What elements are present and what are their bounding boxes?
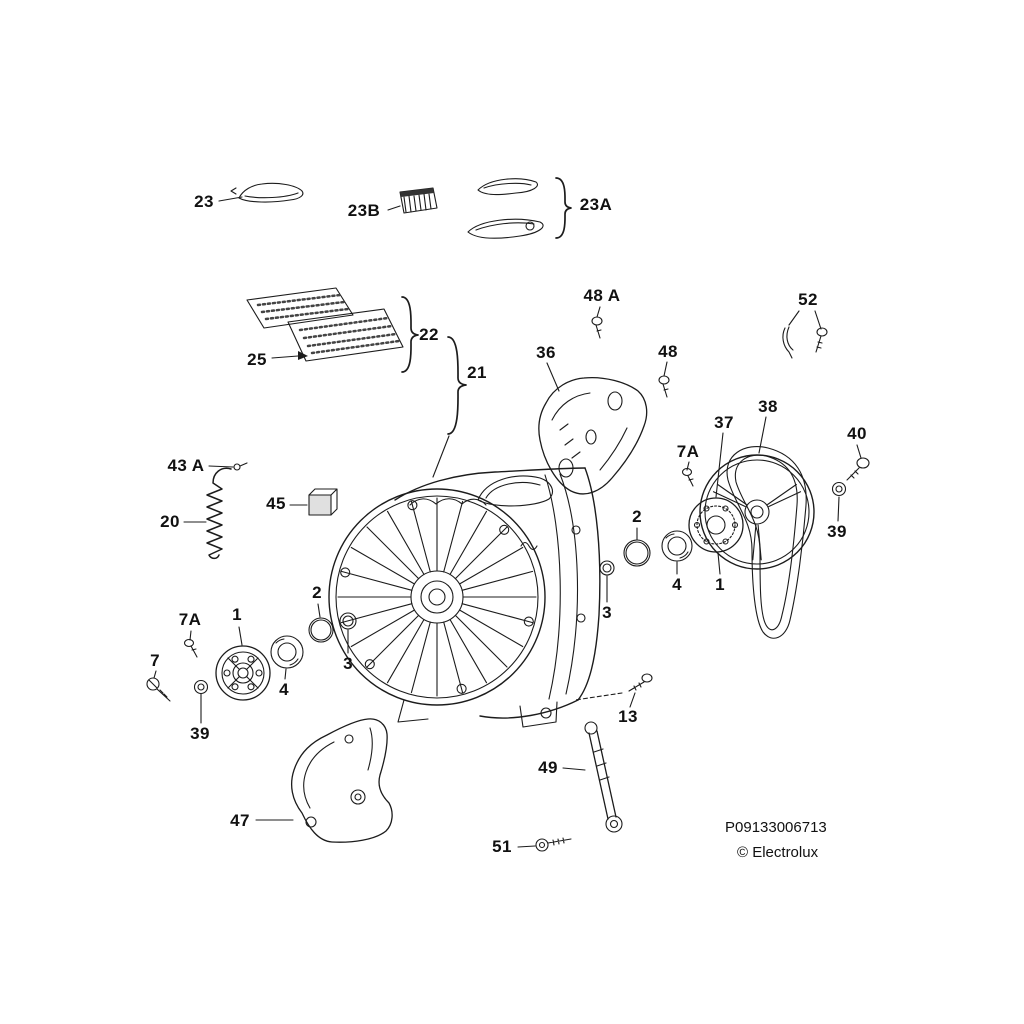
part-4-seal-right-drawing bbox=[661, 530, 693, 562]
part-label-47: 47 bbox=[230, 811, 250, 830]
part-20-spring-drawing bbox=[206, 467, 232, 560]
part-48a-screw-drawing bbox=[591, 316, 603, 339]
leader-lines bbox=[153, 196, 862, 848]
part-label-51: 51 bbox=[492, 837, 512, 856]
part-label-4-right: 4 bbox=[672, 575, 682, 594]
part-37-hub-drawing bbox=[688, 497, 744, 553]
part-label-2-right: 2 bbox=[632, 507, 642, 526]
part-52-clip-screw-drawing bbox=[782, 326, 828, 359]
part-label-1-left: 1 bbox=[232, 605, 242, 624]
part-label-43a: 43 A bbox=[167, 456, 205, 475]
part-label-38: 38 bbox=[758, 397, 778, 416]
part-label-23a: 23A bbox=[579, 195, 613, 214]
part-label-48a: 48 A bbox=[583, 286, 621, 305]
part-2-oring-right-drawing bbox=[623, 539, 651, 567]
brace-22 bbox=[401, 296, 419, 373]
part-label-37: 37 bbox=[714, 413, 734, 432]
part-label-13: 13 bbox=[618, 707, 638, 726]
drum-spokes bbox=[337, 497, 537, 697]
part-label-20: 20 bbox=[160, 512, 180, 531]
part-3-bushing-right-drawing bbox=[599, 560, 615, 576]
part-label-7a-right: 7A bbox=[676, 442, 700, 461]
part-47-bracket-drawing bbox=[291, 718, 393, 843]
part-49-strut-drawing bbox=[584, 721, 623, 833]
part-label-39-right: 39 bbox=[827, 522, 847, 541]
part-23-handle-drawing bbox=[230, 182, 304, 203]
part-label-3-left: 3 bbox=[343, 654, 353, 673]
part-label-3-right: 3 bbox=[602, 603, 612, 622]
tub-assembly-drawing bbox=[328, 467, 601, 728]
part-2-oring-left-drawing bbox=[308, 617, 334, 643]
part-48-screw-drawing bbox=[658, 375, 670, 398]
part-label-1-right: 1 bbox=[715, 575, 725, 594]
part-51-screw-drawing bbox=[535, 837, 572, 852]
part-4-seal-left-drawing bbox=[270, 635, 304, 669]
part-23a-handles-drawing bbox=[467, 178, 544, 239]
part-label-21: 21 bbox=[467, 363, 487, 382]
part-43a-hook-drawing bbox=[233, 462, 248, 471]
part-label-52: 52 bbox=[798, 290, 818, 309]
brace-23a bbox=[555, 177, 572, 239]
part-label-2-left: 2 bbox=[312, 583, 322, 602]
part-39-washer-left-drawing bbox=[193, 679, 209, 695]
part-label-36: 36 bbox=[536, 343, 556, 362]
document-code: P09133006713 bbox=[725, 819, 827, 836]
part-label-23b: 23B bbox=[347, 201, 381, 220]
part-36-bracket-drawing bbox=[538, 376, 648, 495]
part-label-39-left: 39 bbox=[190, 724, 210, 743]
part-7a-screw-left-drawing bbox=[183, 638, 198, 658]
brace-21 bbox=[447, 336, 467, 435]
part-13-screw-drawing bbox=[574, 673, 653, 701]
part-label-4-left: 4 bbox=[279, 680, 289, 699]
part-7-bolt-drawing bbox=[146, 677, 171, 702]
part-7a-screw-right-drawing bbox=[681, 467, 694, 487]
part-23b-grille-drawing bbox=[399, 187, 438, 214]
part-40-bolt-drawing bbox=[846, 457, 870, 481]
drive-belt-drawing bbox=[726, 446, 807, 639]
part-25-arrow bbox=[271, 351, 308, 360]
part-label-45: 45 bbox=[266, 494, 286, 513]
part-22-panels-drawing bbox=[246, 287, 404, 362]
part-label-7a-left: 7A bbox=[178, 610, 202, 629]
part-label-40: 40 bbox=[847, 424, 867, 443]
part-label-22: 22 bbox=[419, 325, 439, 344]
part-3-ring-left-drawing bbox=[339, 612, 357, 630]
part-label-49: 49 bbox=[538, 758, 558, 777]
part-label-7: 7 bbox=[150, 651, 160, 670]
part-45-block-drawing bbox=[308, 488, 338, 516]
part-label-25: 25 bbox=[247, 350, 267, 369]
part-label-23: 23 bbox=[194, 192, 214, 211]
part-1-hub-left-drawing bbox=[215, 645, 271, 701]
copyright-text: © Electrolux bbox=[737, 844, 819, 861]
part-39-washer-right-drawing bbox=[831, 481, 847, 497]
part-label-48: 48 bbox=[658, 342, 678, 361]
